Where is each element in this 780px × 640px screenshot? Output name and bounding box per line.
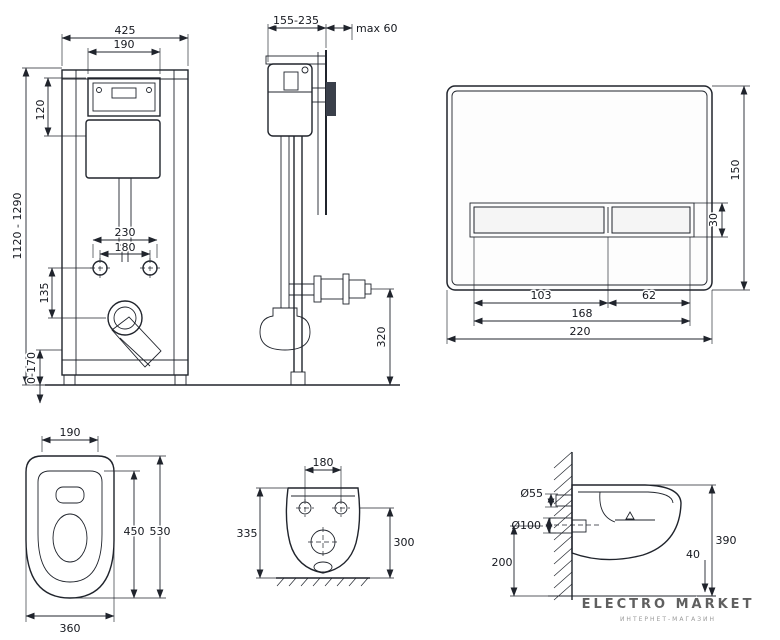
dim-label: 180 (313, 456, 334, 469)
bowl-side-outline (571, 484, 682, 561)
dim-label: 103 (531, 289, 552, 302)
dim-wall-max: max 60 (325, 21, 399, 40)
dim-feet-range: 0-170 (24, 349, 62, 404)
frame-outline (61, 69, 189, 376)
dim-label: 425 (115, 24, 136, 37)
dim-outlet-dia: Ø100 (510, 518, 556, 534)
dim-label: 120 (34, 100, 47, 121)
ground-line (276, 577, 370, 587)
seat-inner (37, 470, 103, 583)
dim-label: 190 (60, 426, 81, 439)
dim-label: 150 (729, 160, 742, 181)
bowl-outline (25, 455, 115, 599)
cistern-side (267, 63, 313, 137)
outlet-pipe (549, 517, 573, 534)
inlet-pipe (555, 494, 573, 507)
dim-label: 360 (60, 622, 81, 635)
mount-hole-right (332, 499, 350, 517)
dim-depth-range: 155-235 (267, 13, 327, 62)
right-foot (174, 374, 187, 386)
center-opening (308, 527, 338, 557)
dim-side-height: 390 (648, 484, 738, 597)
dim-fixing-spacing: 180 (99, 240, 151, 260)
dim-label: 62 (642, 289, 656, 302)
dim-label: 40 (686, 548, 700, 561)
dim-plate-height: 150 (712, 85, 750, 291)
dim-front-width: 190 (41, 425, 99, 452)
frame-side-view: 155-235 max 60 320 (259, 13, 399, 386)
drain-piping (259, 136, 372, 351)
dim-label: Ø55 (520, 487, 543, 500)
dim-frame-width: 425 (61, 23, 189, 66)
side-foot (290, 371, 306, 386)
wall-bracket (326, 82, 336, 116)
dim-panel-height: 120 (33, 77, 86, 137)
dim-button-height: 30 (694, 202, 728, 238)
toilet-top-view: 190 450 530 360 (25, 425, 172, 637)
frame-front-view: 425 190 120 1120 - 1290 230 180 (10, 23, 400, 404)
mount-hole-left (296, 499, 314, 517)
dim-inlet-dia: Ø55 (519, 486, 558, 508)
toilet-front-view: 180 335 300 (235, 455, 416, 587)
dim-outlet-height: 200 (490, 525, 548, 597)
dim-height-bowl: 300 (360, 507, 416, 579)
dim-label: max 60 (356, 22, 397, 35)
dim-outlet-height: 320 (371, 288, 394, 386)
button-frame (469, 202, 695, 238)
dim-label: 200 (492, 556, 513, 569)
toilet-side-view: Ø55 Ø100 200 390 40 (490, 451, 738, 601)
dim-frame-height: 1120 - 1290 (10, 67, 62, 386)
dim-hole-spacing: 180 (304, 455, 342, 501)
dim-label: 180 (115, 241, 136, 254)
dim-label: 168 (572, 307, 593, 320)
dim-max-width: 360 (25, 545, 115, 637)
fixing-hole-left (90, 258, 110, 278)
dim-label: 335 (237, 527, 258, 540)
fixing-hole-right (140, 258, 160, 278)
dim-total-depth: 530 (72, 455, 172, 599)
cistern (85, 119, 161, 179)
dim-plate-width: 220 (446, 290, 713, 344)
cistern-access-panel (87, 77, 161, 117)
wall (312, 50, 336, 215)
flush-button-large (473, 206, 605, 234)
dim-height-total: 335 (235, 487, 287, 579)
water-level-icon (625, 511, 635, 520)
dim-label: 30 (707, 213, 720, 227)
plate-outline (446, 85, 713, 291)
dim-buttons-bottom: 103 62 168 (473, 237, 691, 326)
dim-label: 450 (124, 525, 145, 538)
bowl-front-outline (285, 487, 361, 574)
logo-tagline: ИНТЕРНЕТ-МАГАЗИН (620, 616, 716, 623)
dim-label: Ø100 (511, 519, 541, 532)
dim-panel-width: 190 (87, 37, 161, 74)
dim-label: 1120 - 1290 (11, 193, 24, 260)
left-foot (63, 374, 76, 386)
pan-connector (259, 307, 311, 351)
dim-label: 320 (375, 327, 388, 348)
dim-label: 530 (150, 525, 171, 538)
dim-label: 155-235 (273, 14, 319, 27)
logo-text: ELECTRO MARKET (582, 597, 755, 612)
dim-label: 230 (115, 226, 136, 239)
dim-label: 190 (114, 38, 135, 51)
dim-fixing-outer: 230 (92, 225, 158, 258)
dim-label: 0-170 (25, 352, 38, 384)
flush-button-small (611, 206, 691, 234)
dim-label: 135 (38, 283, 51, 304)
drain-outlet (107, 300, 162, 368)
dim-inner-depth: 450 (104, 470, 146, 599)
dim-outlet-offset: 135 (37, 267, 106, 319)
top-bracket (265, 55, 327, 65)
brand-logo: ELECTRO MARKET ИНТЕРНЕТ-МАГАЗИН (580, 596, 755, 624)
dim-rim: 40 (685, 547, 709, 593)
dim-label: 300 (394, 536, 415, 549)
flush-plate-view: 150 30 103 62 168 220 (446, 85, 750, 344)
dim-label: 220 (570, 325, 591, 338)
wall-hatch (553, 451, 573, 601)
dim-label: 390 (716, 534, 737, 547)
